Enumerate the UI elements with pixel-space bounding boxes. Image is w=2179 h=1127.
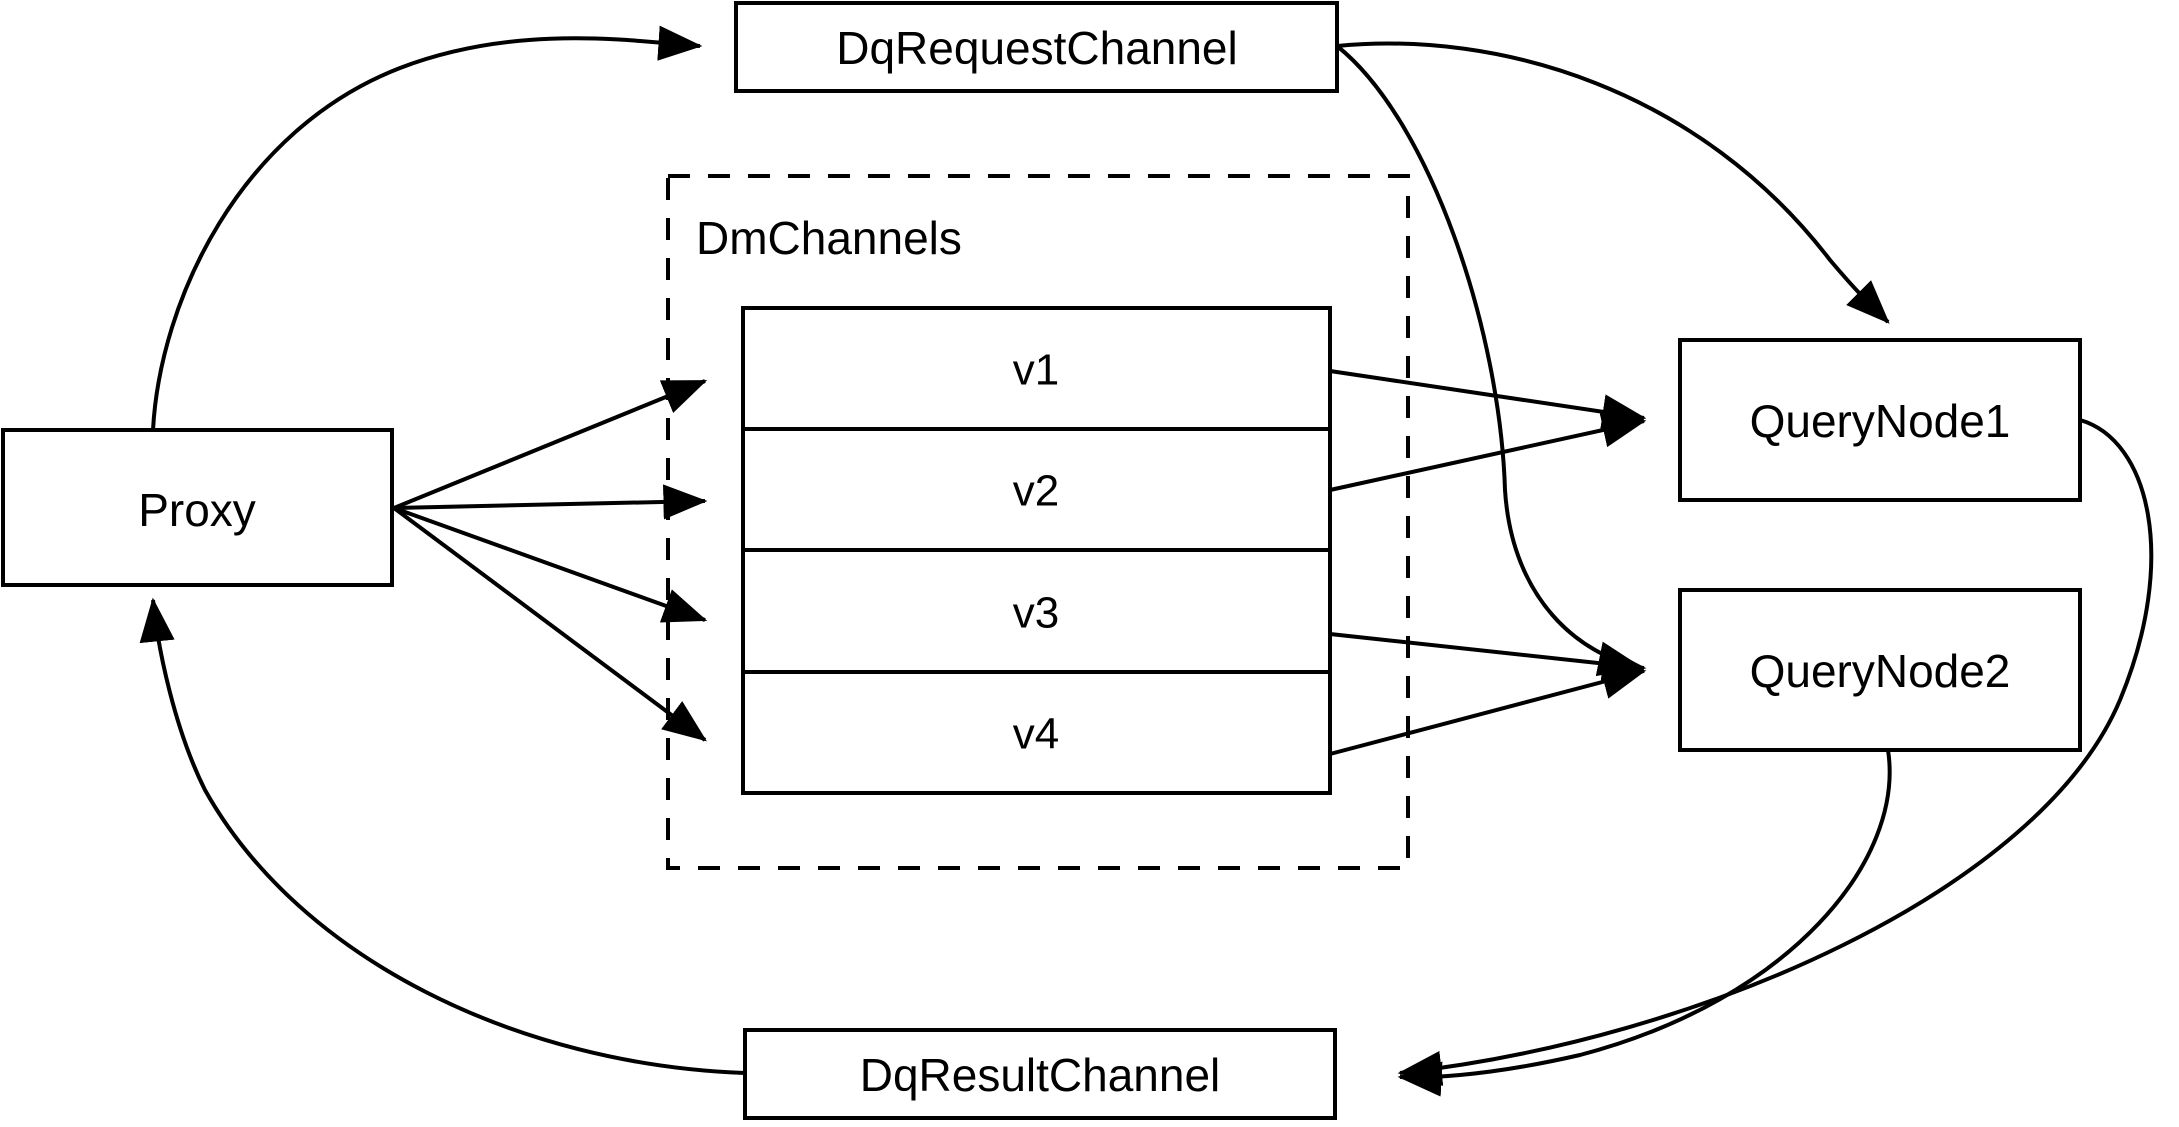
edge-proxy-to-v3 — [393, 506, 708, 623]
dmchannels-group — [666, 174, 1410, 870]
edge-dqresultchannel-to-proxy — [139, 597, 746, 1075]
node-proxy-label: Proxy — [138, 484, 256, 536]
node-querynode1[interactable] — [1678, 338, 2082, 502]
edge-dqrequestchannel-to-querynode2 — [1335, 44, 1643, 677]
node-dqrequestchannel-label: DqRequestChannel — [836, 22, 1238, 74]
vchannel-label-v2: v2 — [1013, 467, 1059, 516]
edge-proxy-to-v1 — [393, 379, 708, 510]
edge-dqrequestchannel-to-querynode1 — [1336, 41, 1890, 324]
edge-v3-to-querynode2 — [1329, 632, 1647, 682]
edge-proxy-to-v2 — [393, 484, 708, 520]
edge-querynode1-to-dqresultchannel — [1397, 418, 2154, 1086]
node-proxy[interactable] — [1, 428, 394, 587]
vchannel-label-v4: v4 — [1013, 710, 1059, 759]
node-dqresultchannel[interactable] — [743, 1028, 1337, 1120]
node-dqrequestchannel[interactable] — [734, 1, 1339, 93]
vchannel-label-v1: v1 — [1013, 346, 1059, 395]
dmchannels-label: DmChannels — [696, 212, 962, 264]
edge-v1-to-querynode1 — [1329, 369, 1647, 430]
edge-v2-to-querynode1 — [1329, 412, 1647, 492]
edge-proxy-to-dqrequestchannel — [151, 25, 703, 431]
node-dqresultchannel-label: DqResultChannel — [860, 1049, 1221, 1101]
edge-proxy-to-v4 — [392, 506, 707, 742]
edge-v4-to-querynode2 — [1329, 664, 1647, 756]
vchannel-label-v3: v3 — [1013, 589, 1059, 638]
node-querynode2-label: QueryNode2 — [1750, 645, 2011, 697]
node-querynode1-label: QueryNode1 — [1750, 395, 2011, 447]
edge-querynode2-to-dqresultchannel — [1397, 749, 1892, 1097]
node-querynode2[interactable] — [1678, 588, 2082, 752]
